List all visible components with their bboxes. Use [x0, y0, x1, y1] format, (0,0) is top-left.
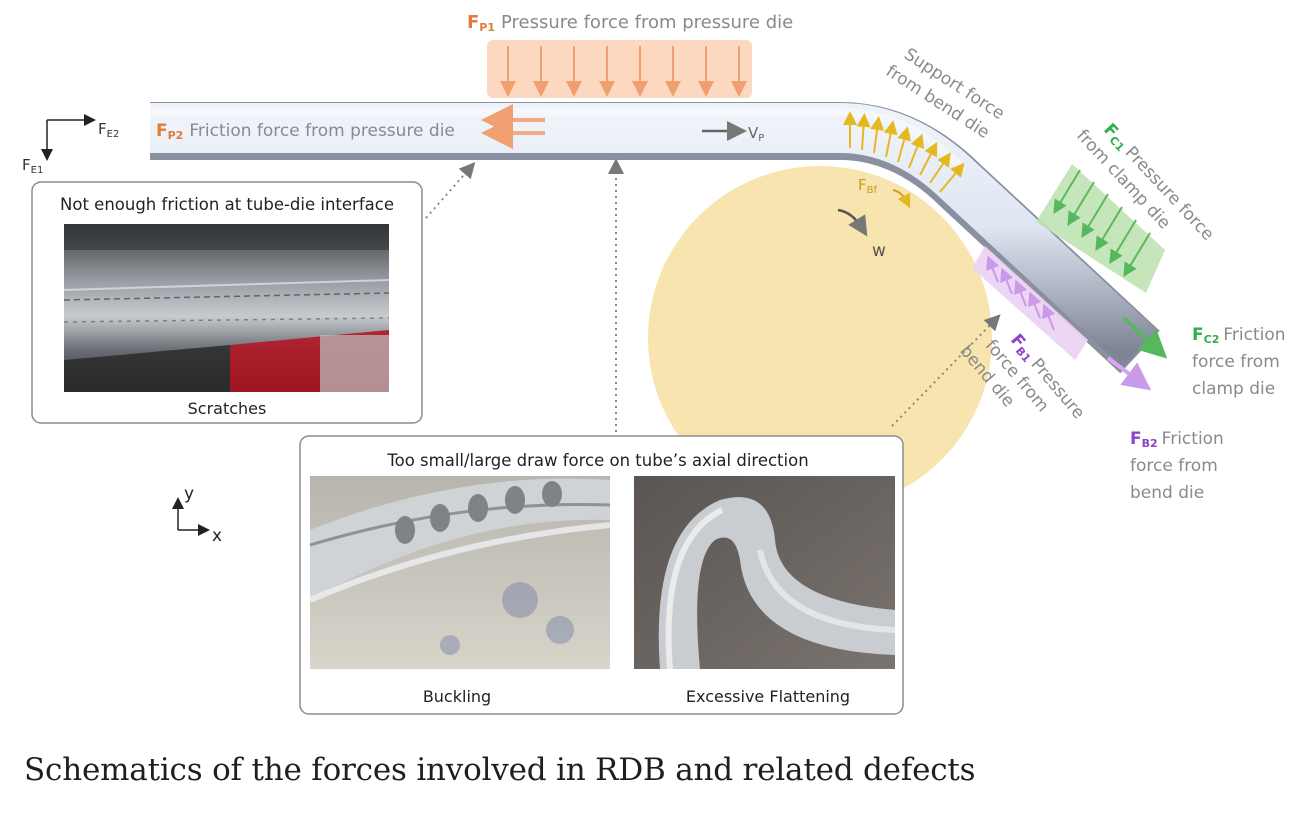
w-label: w: [872, 241, 886, 261]
clamp-pressure-arrows: [1053, 169, 1151, 277]
excessive-flattening-photo: [634, 476, 896, 670]
svg-text:force from: force from: [1130, 456, 1218, 476]
buckling-label: Buckling: [423, 687, 491, 706]
fe1-label: FE1: [22, 156, 43, 176]
clamp-friction-arrow: [1122, 316, 1168, 359]
bend-die: [648, 166, 992, 510]
svg-text:clamp die: clamp die: [1192, 379, 1275, 399]
buckling-photo: [308, 476, 611, 669]
figure-caption: Schematics of the forces involved in RDB…: [24, 752, 976, 788]
fe2-label: FE2: [98, 120, 119, 140]
fbf-label: FBf: [858, 176, 878, 196]
external-force-axes: [41, 114, 96, 161]
coordinate-system: [172, 497, 210, 536]
x-axis-label: x: [212, 526, 222, 546]
scratches-photo: [63, 224, 390, 392]
excessive-flattening-label: Excessive Flattening: [686, 687, 850, 706]
vp-label: VP: [748, 124, 764, 144]
draw-force-defect-title: Too small/large draw force on tube’s axi…: [386, 451, 808, 470]
friction-defect-title: Not enough friction at tube-die interfac…: [60, 195, 394, 214]
support-force-arrows: [843, 111, 965, 193]
rotation-arrow: [837, 208, 868, 237]
svg-text:bend die: bend die: [1130, 483, 1204, 503]
pressure-force-arrows: [500, 46, 747, 97]
svg-text:force from: force from: [1192, 352, 1280, 372]
pressure-die-pad: [487, 40, 752, 98]
y-axis-label: y: [184, 484, 194, 504]
bend-die-pressure-arrows: [986, 255, 1056, 331]
bend-die-friction-arrow: [1106, 356, 1152, 391]
pressure-die-friction-arrows: [481, 104, 545, 149]
scratches-label: Scratches: [188, 399, 267, 418]
pointer-lines: [425, 158, 1001, 432]
bend-die-friction-rotation-arrow: [892, 189, 911, 209]
